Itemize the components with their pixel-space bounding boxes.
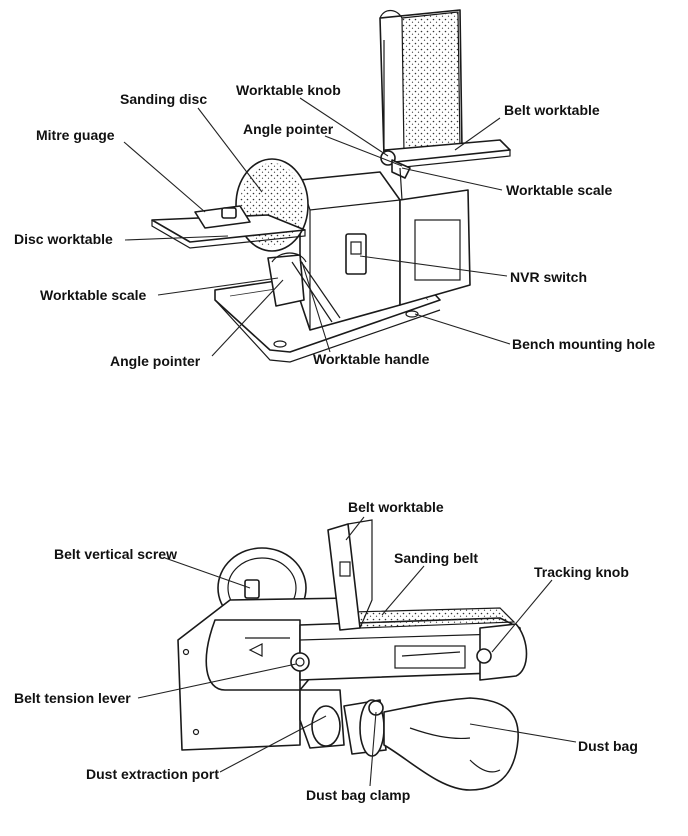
leader-lines (123, 97, 577, 787)
label-bench-mounting-hole: Bench mounting hole (512, 336, 655, 352)
label-worktable-scale-right: Worktable scale (506, 182, 613, 198)
label-nvr-switch: NVR switch (510, 269, 587, 285)
label-belt-worktable-top: Belt worktable (504, 102, 600, 118)
label-belt-vertical-screw: Belt vertical screw (54, 546, 177, 562)
label-dust-extraction-port: Dust extraction port (86, 766, 219, 782)
top-view-drawing (151, 9, 511, 363)
label-angle-pointer-bottom: Angle pointer (110, 353, 201, 369)
label-worktable-scale-left: Worktable scale (40, 287, 147, 303)
label-belt-tension-lever: Belt tension lever (14, 690, 131, 706)
label-mitre-guage: Mitre guage (36, 127, 115, 143)
label-disc-worktable: Disc worktable (14, 231, 113, 247)
label-angle-pointer-top: Angle pointer (243, 121, 334, 137)
label-tracking-knob: Tracking knob (534, 564, 629, 580)
bottom-view-drawing (177, 519, 528, 791)
labels: Sanding disc Worktable knob Belt worktab… (14, 82, 655, 803)
label-worktable-handle: Worktable handle (313, 351, 430, 367)
label-dust-bag-clamp: Dust bag clamp (306, 787, 410, 803)
label-worktable-knob: Worktable knob (236, 82, 341, 98)
label-dust-bag: Dust bag (578, 738, 638, 754)
label-sanding-belt: Sanding belt (394, 550, 478, 566)
label-sanding-disc: Sanding disc (120, 91, 207, 107)
label-belt-worktable-bottom: Belt worktable (348, 499, 444, 515)
